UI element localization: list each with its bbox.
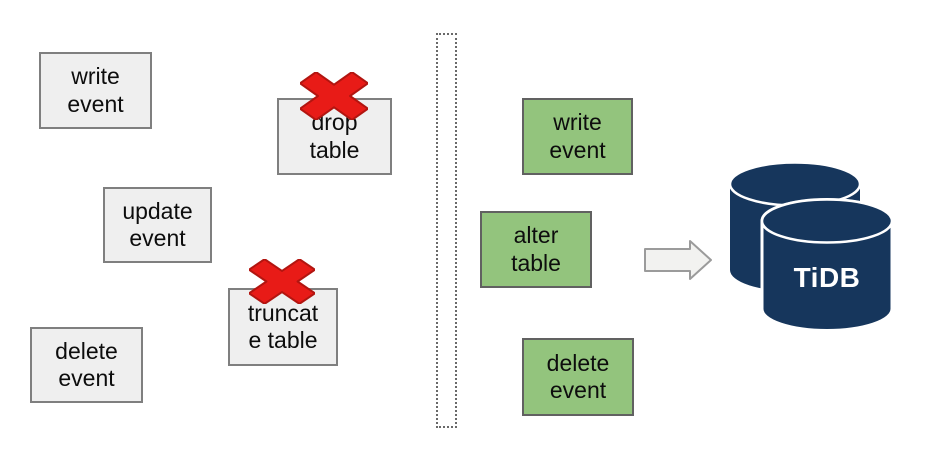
right-arrow-icon [644, 240, 712, 280]
event-label: delete event [546, 349, 610, 403]
filtered-event-box-write: write event [522, 98, 633, 175]
source-event-box-delete: delete event [30, 327, 143, 403]
red-x-icon [300, 72, 368, 120]
event-label: write event [67, 63, 124, 117]
filtered-event-box-delete: delete event [522, 338, 634, 416]
red-x-icon [249, 259, 315, 304]
event-label: alter table [511, 222, 561, 276]
event-label: delete event [55, 337, 118, 391]
source-event-box-update: update event [103, 187, 212, 263]
event-label: truncat e table [247, 299, 319, 353]
database-cylinders-icon: TiDB [728, 161, 894, 332]
event-label: write event [549, 109, 606, 163]
filtered-event-box-alter-table: alter table [480, 211, 592, 288]
event-label: update event [122, 197, 193, 251]
source-event-box-drop-table: drop table [277, 98, 392, 175]
source-event-box-write: write event [39, 52, 152, 129]
tidb-label: TiDB [794, 262, 861, 293]
dotted-filter-boundary [436, 33, 457, 428]
